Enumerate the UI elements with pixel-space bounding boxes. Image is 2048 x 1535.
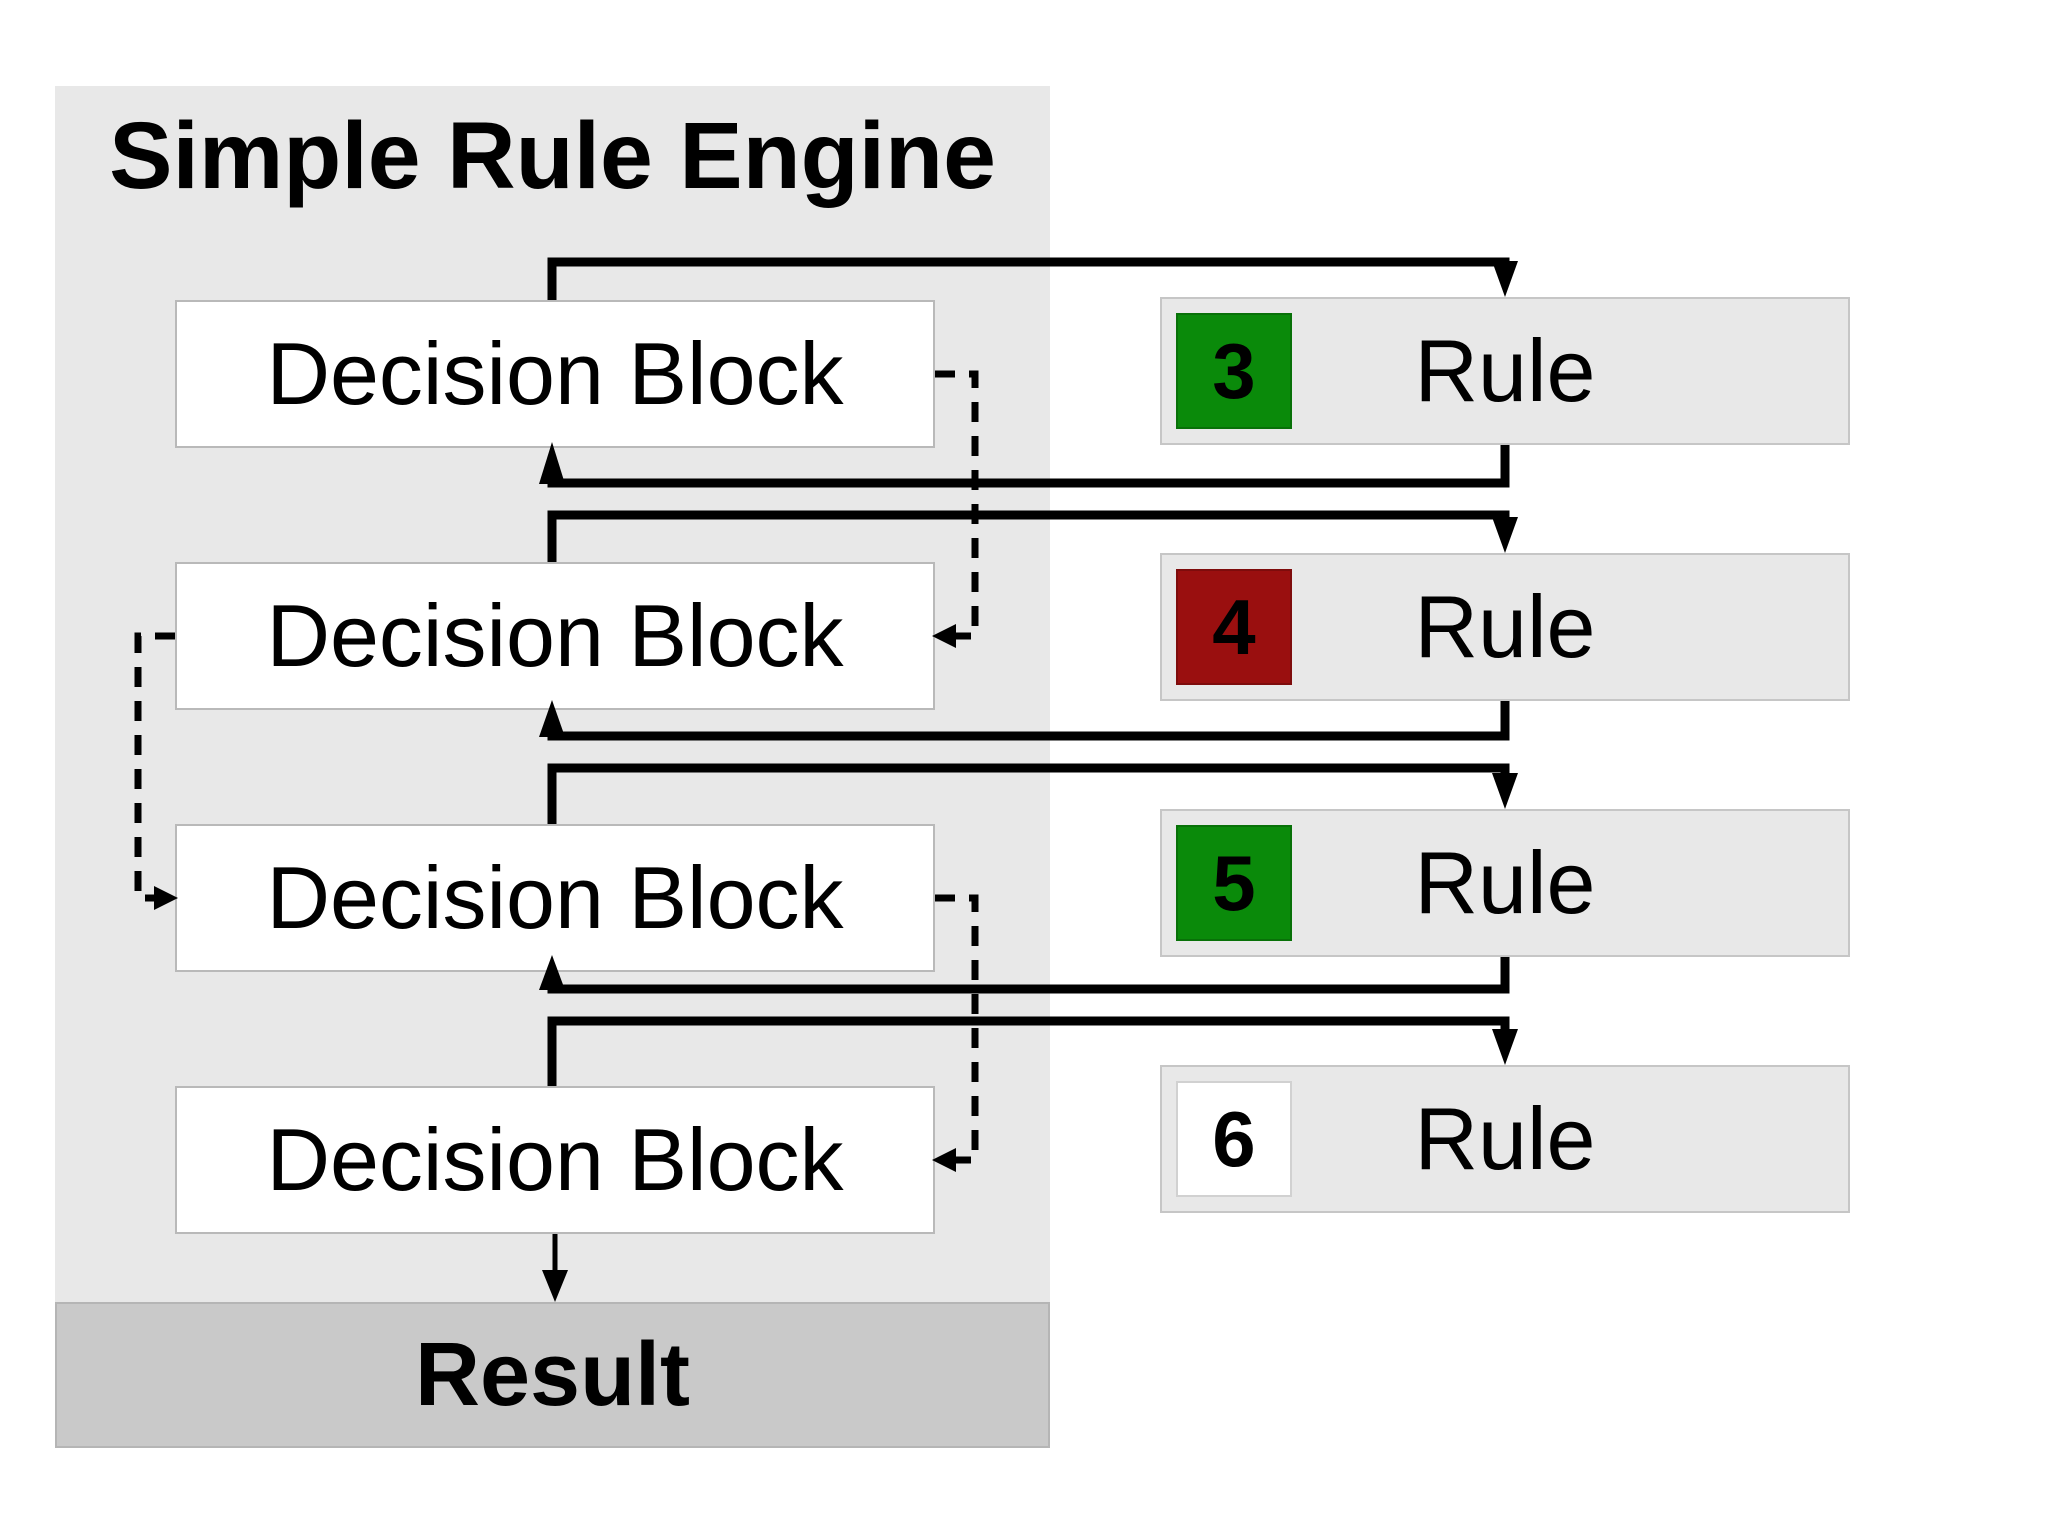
rule-box-4: 6 Rule: [1160, 1065, 1850, 1213]
rule-1-label: Rule: [1414, 321, 1596, 420]
call-arrowhead-1: [1492, 261, 1518, 297]
call-arrowhead-4: [1492, 1029, 1518, 1065]
decision-block-1: Decision Block: [175, 300, 935, 448]
decision-block-4: Decision Block: [175, 1086, 935, 1234]
result-bar: Result: [55, 1302, 1050, 1448]
rule-1-priority-badge: 3: [1176, 313, 1292, 429]
rule-2-label: Rule: [1414, 577, 1596, 676]
call-arrowhead-2: [1492, 517, 1518, 553]
decision-block-3: Decision Block: [175, 824, 935, 972]
rule-box-1: 3 Rule: [1160, 297, 1850, 445]
rule-box-2: 4 Rule: [1160, 553, 1850, 701]
call-arrowhead-3: [1492, 773, 1518, 809]
rule-4-priority-badge: 6: [1176, 1081, 1292, 1197]
rule-3-label: Rule: [1414, 833, 1596, 932]
decision-block-2: Decision Block: [175, 562, 935, 710]
rule-2-priority-badge: 4: [1176, 569, 1292, 685]
rule-3-priority-badge: 5: [1176, 825, 1292, 941]
rule-box-3: 5 Rule: [1160, 809, 1850, 957]
engine-title: Simple Rule Engine: [109, 102, 996, 209]
rule-engine-panel: [55, 86, 1050, 1448]
rule-4-label: Rule: [1414, 1089, 1596, 1188]
